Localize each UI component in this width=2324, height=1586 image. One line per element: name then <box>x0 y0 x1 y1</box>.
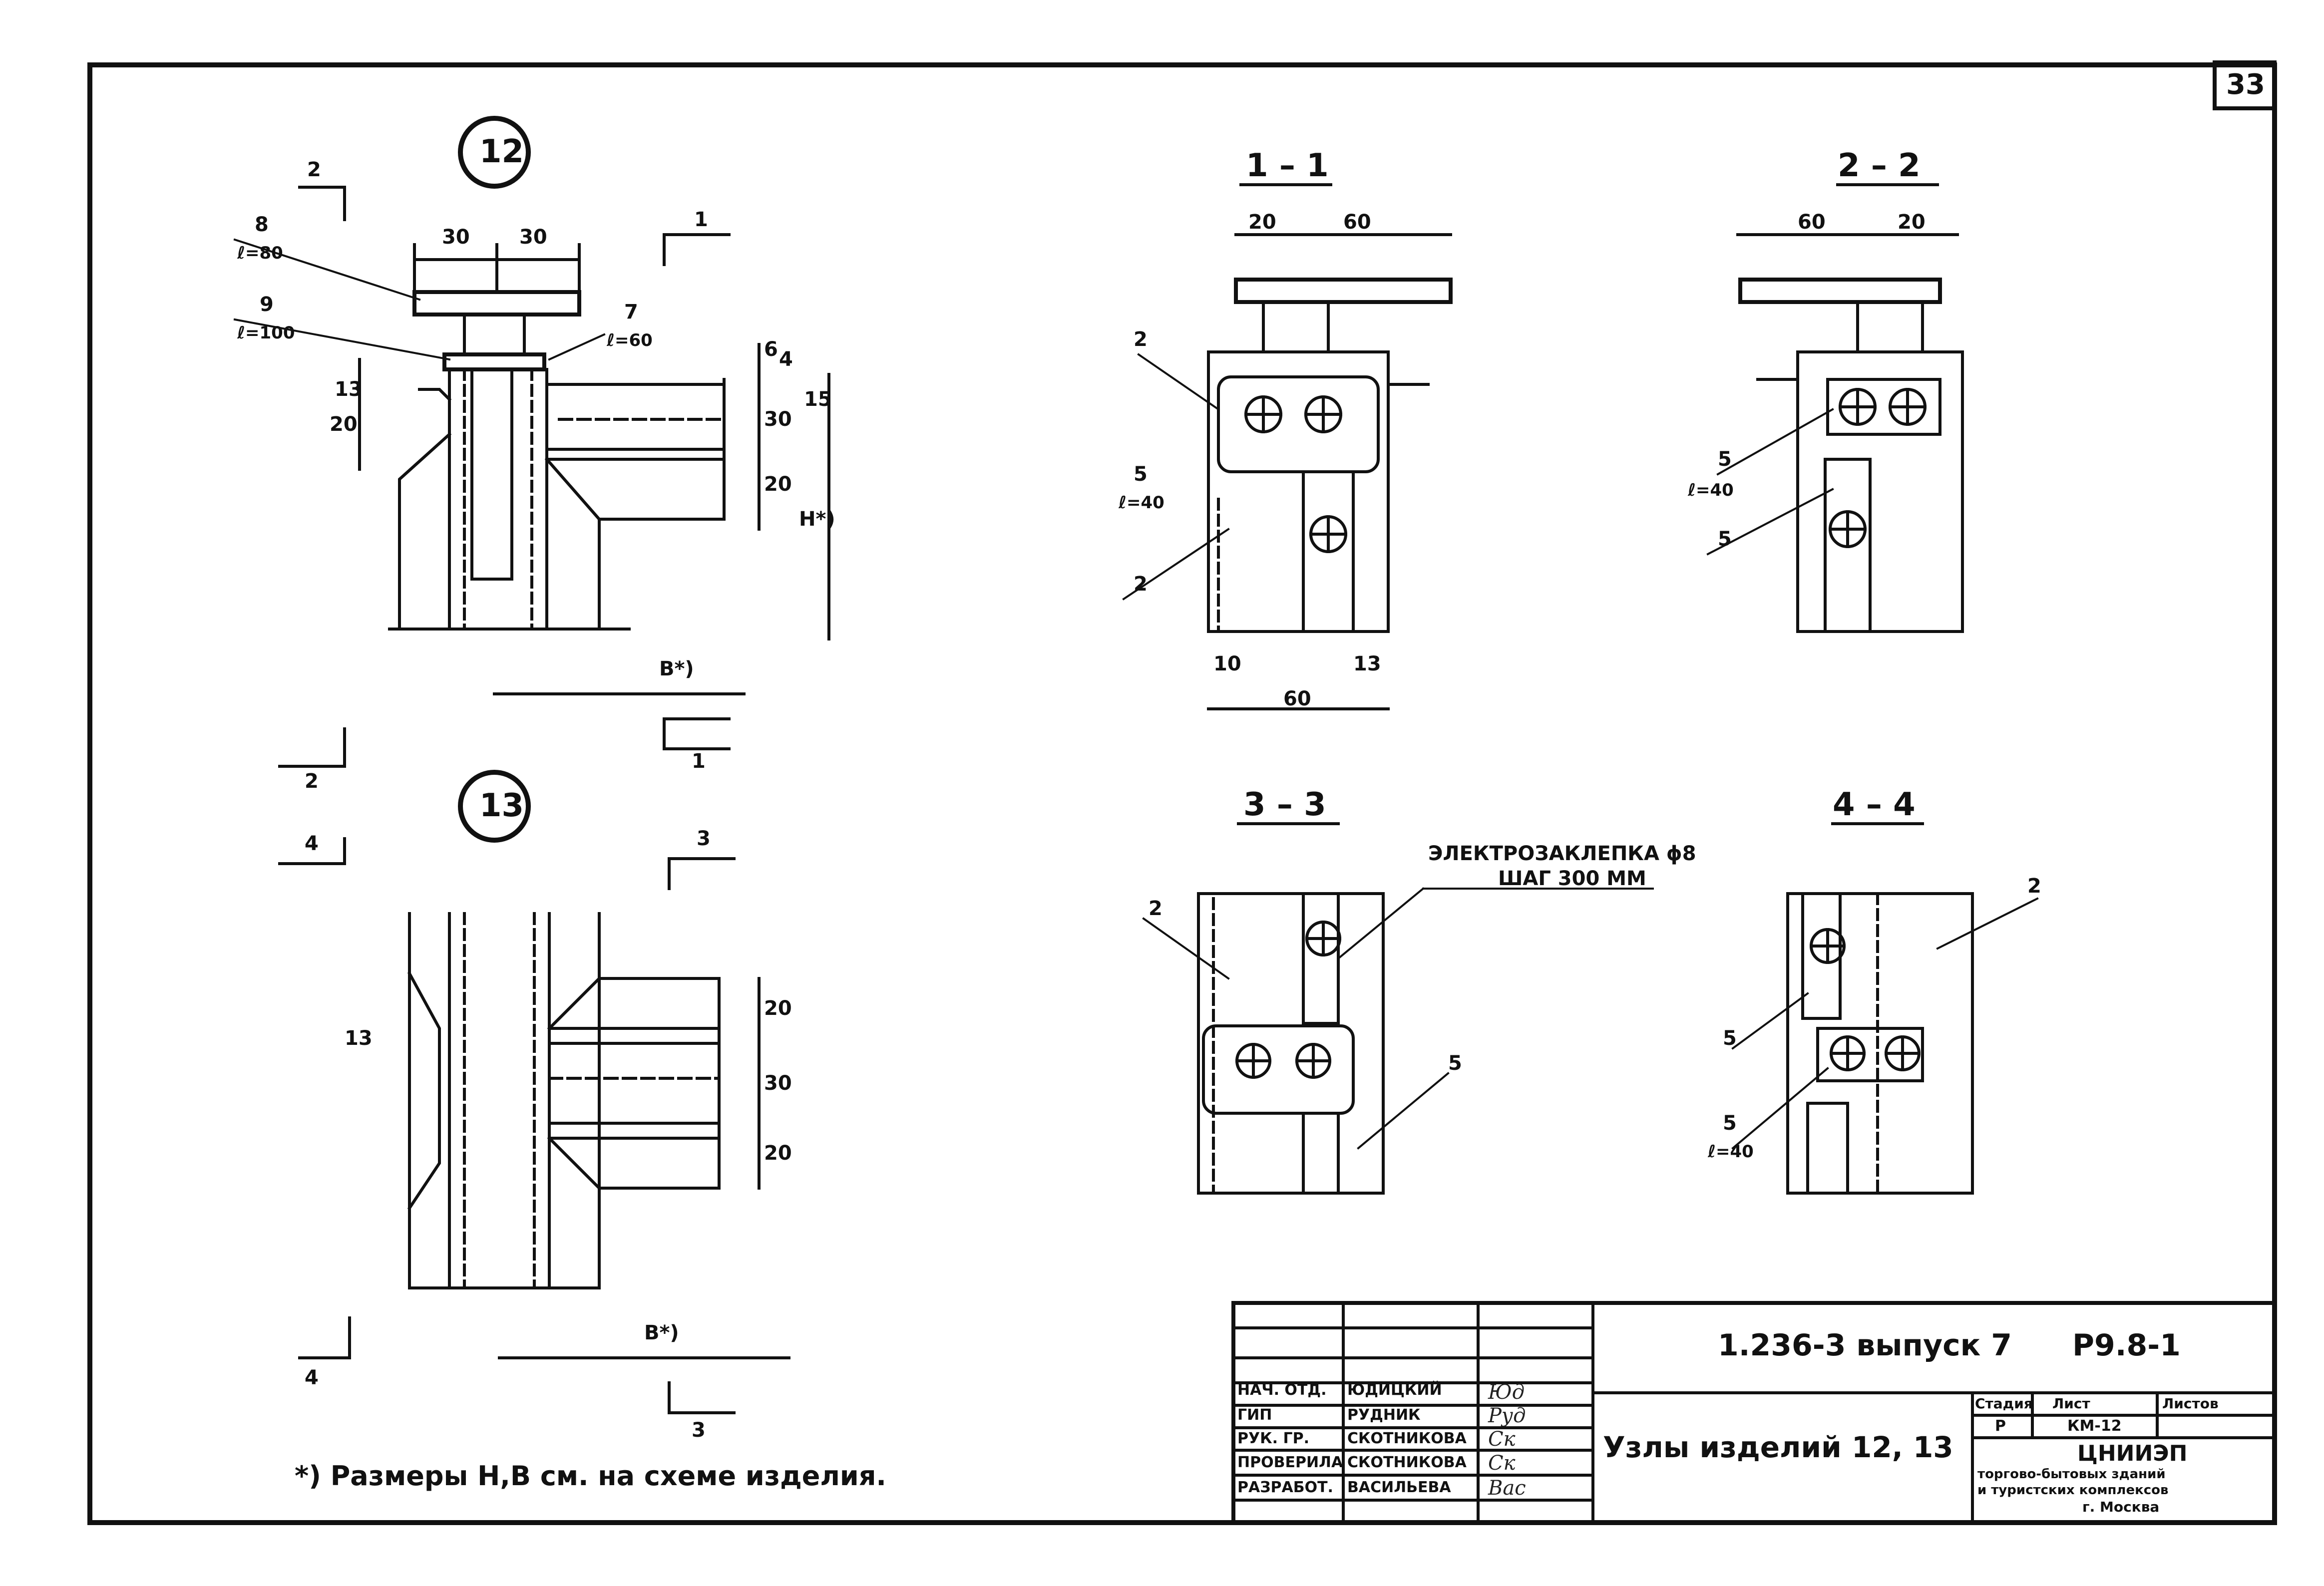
node-13-dim-d: 13 <box>345 1027 373 1050</box>
section-1-1-pos-c: 2 <box>1134 573 1148 596</box>
section-2-2-title: 2 – 2 <box>1838 147 1921 184</box>
node-13-section-mark-3-bottom: 3 <box>692 1419 706 1442</box>
sheet-value: КМ-12 <box>2067 1417 2122 1435</box>
node-13-section-mark-3-top: 3 <box>697 827 711 850</box>
node-12-dim-b: 30 <box>519 226 547 249</box>
node-12-drawing <box>233 116 830 750</box>
organization-city: г. Москва <box>2082 1499 2160 1515</box>
role-group-lead: РУК. ГР. <box>1237 1430 1309 1447</box>
signature-group-lead: Ск <box>1488 1428 1516 1451</box>
section-1-1-dim-bot-b: 13 <box>1353 652 1381 675</box>
item-7-pos: 7 <box>624 301 638 323</box>
node-12-section-mark-1-top: 1 <box>694 208 708 231</box>
section-2-2-pos-a: 5 <box>1718 448 1732 471</box>
section-1-1-drawing <box>1122 183 1453 710</box>
section-3-3-drawing <box>1142 822 1654 1195</box>
sheets-header: Листов <box>2162 1395 2219 1412</box>
role-checked-by: ПРОВЕРИЛА <box>1237 1454 1343 1471</box>
sheet-code: Р9.8-1 <box>2072 1328 2181 1363</box>
sheet-header: Лист <box>2052 1395 2090 1412</box>
role-head-of-dept: НАЧ. ОТД. <box>1237 1381 1327 1399</box>
name-group-lead: СКОТНИКОВА <box>1347 1430 1467 1447</box>
node-12-dim-c: 20 <box>330 413 358 436</box>
item-7-length: ℓ=60 <box>607 330 653 350</box>
node-12-section-mark-2-bottom: 2 <box>305 770 319 793</box>
section-2-2-dim-top-a: 60 <box>1798 211 1826 234</box>
role-chief-engineer: ГИП <box>1237 1406 1272 1424</box>
node-13-section-mark-4-bottom: 4 <box>305 1366 319 1389</box>
section-3-3-title: 3 – 3 <box>1243 786 1326 823</box>
role-developed-by: РАЗРАБОТ. <box>1237 1479 1333 1496</box>
node-13-dim-b-star: B*) <box>644 1321 679 1344</box>
stage-header: Стадия <box>1975 1395 2033 1412</box>
section-1-1-dim-bot-c: 60 <box>1283 687 1311 710</box>
node-13-dim-b: 30 <box>764 1072 792 1095</box>
node-12-dim-f: 4 <box>779 348 793 371</box>
section-4-4-drawing <box>1731 822 2039 1195</box>
signature-chief-engineer: Руд <box>1488 1404 1526 1427</box>
node-13-dim-c: 20 <box>764 1142 792 1165</box>
signature-developed-by: Вас <box>1488 1477 1526 1500</box>
section-3-3-pos-b: 5 <box>1448 1052 1462 1075</box>
section-4-4-pos-c: 5 <box>1723 1112 1737 1135</box>
node-12-dim-d: 13 <box>335 378 363 401</box>
node-12-dim-g: 30 <box>764 408 792 431</box>
node-13-section-mark-4-top: 4 <box>305 832 319 855</box>
node-12-dim-e: 6 <box>764 338 778 361</box>
organization-line-3: и туристских комплексов <box>1977 1483 2169 1498</box>
node-13-drawing <box>278 727 790 1414</box>
node-12-dim-a: 30 <box>442 226 470 249</box>
section-2-2-pos-a-length: ℓ=40 <box>1688 480 1734 500</box>
section-2-2-drawing <box>1706 183 1964 633</box>
item-9-pos: 9 <box>260 293 274 316</box>
item-8-pos: 8 <box>255 213 269 236</box>
section-2-2-pos-b: 5 <box>1718 528 1732 551</box>
organization-name: ЦНИИЭП <box>2077 1441 2188 1466</box>
name-checked-by: СКОТНИКОВА <box>1347 1454 1467 1471</box>
title-block-grid <box>1231 1301 2277 1525</box>
drawing-title: Узлы изделий 12, 13 <box>1603 1430 1953 1464</box>
sheet-number: 33 <box>2226 68 2265 101</box>
signature-checked-by: Ск <box>1488 1452 1516 1475</box>
section-4-4-pos-b: 5 <box>1723 1027 1737 1050</box>
item-9-length: ℓ=100 <box>237 323 295 343</box>
section-1-1-dim-bot-a: 10 <box>1213 652 1241 675</box>
section-4-4-title: 4 – 4 <box>1833 786 1916 823</box>
section-2-2-dim-top-b: 20 <box>1898 211 1926 234</box>
name-head-of-dept: ЮДИЦКИЙ <box>1347 1381 1442 1399</box>
node-12-number: 12 <box>479 133 524 170</box>
weld-pitch-note: ШАГ 300 ММ <box>1498 867 1646 890</box>
node-12-section-mark-1-bottom: 1 <box>692 750 706 773</box>
item-8-length: ℓ=80 <box>237 243 283 263</box>
section-1-1-pos-a: 2 <box>1134 328 1148 351</box>
section-3-3-pos-a: 2 <box>1149 897 1162 920</box>
name-developed-by: ВАСИЛЬЕВА <box>1347 1479 1451 1496</box>
section-1-1-title: 1 – 1 <box>1246 147 1329 184</box>
node-12-dim-h: 15 <box>804 388 832 411</box>
section-1-1-pos-b-length: ℓ=40 <box>1119 493 1164 513</box>
stage-value: Р <box>1995 1417 2006 1435</box>
node-12-dim-h-star: H*) <box>799 508 835 531</box>
section-1-1-dim-top-a: 20 <box>1248 211 1276 234</box>
section-1-1-dim-top-b: 60 <box>1343 211 1371 234</box>
organization-line-2: торгово-бытовых зданий <box>1977 1467 2166 1482</box>
document-code: 1.236-3 выпуск 7 <box>1718 1328 2012 1363</box>
node-12-dim-i: 20 <box>764 473 792 496</box>
weld-rivet-note: ЭЛЕКТРОЗАКЛЕПКА ϕ8 <box>1428 842 1696 865</box>
node-12-section-mark-2-top: 2 <box>307 158 321 181</box>
node-13-dim-a: 20 <box>764 997 792 1020</box>
sheet-frame <box>87 60 2277 1525</box>
section-1-1-pos-b: 5 <box>1134 463 1148 486</box>
footnote: *) Размеры Н,В см. на схеме изделия. <box>295 1460 886 1492</box>
node-12-dim-b-star: B*) <box>659 657 694 680</box>
signature-head-of-dept: Юд <box>1488 1381 1525 1404</box>
section-4-4-pos-a: 2 <box>2027 875 2041 898</box>
name-chief-engineer: РУДНИК <box>1347 1406 1421 1424</box>
node-13-number: 13 <box>479 787 524 824</box>
section-4-4-pos-c-length: ℓ=40 <box>1708 1142 1754 1162</box>
